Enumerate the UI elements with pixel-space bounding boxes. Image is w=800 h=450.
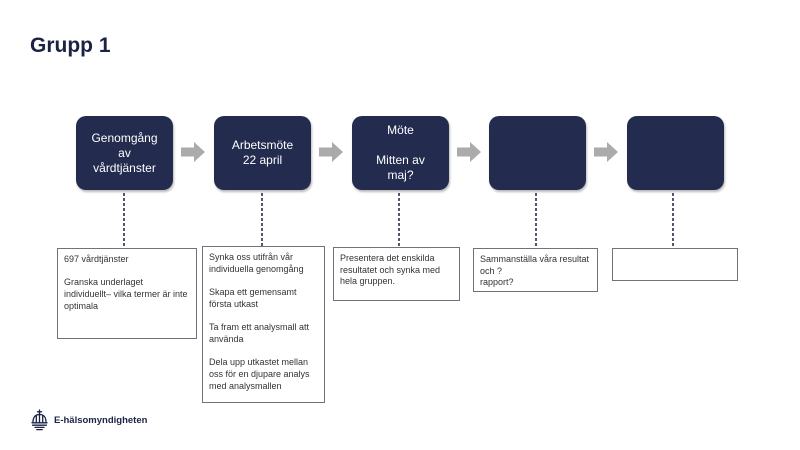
flow-box-3: Möte Mitten av maj? [352, 116, 449, 190]
dashed-connector [535, 193, 537, 248]
flow-box-4 [489, 116, 586, 190]
crown-icon [31, 409, 48, 431]
dashed-connector [123, 193, 125, 248]
dashed-connector [261, 193, 263, 248]
flow-box-5 [627, 116, 724, 190]
note-box-5 [612, 248, 738, 281]
arrow-right-icon [594, 142, 618, 162]
dashed-connector [398, 193, 400, 248]
arrow-right-icon [319, 142, 343, 162]
note-box-2: Synka oss utifrån vår individuella genom… [202, 246, 325, 403]
dashed-connector [672, 193, 674, 248]
flow-box-1: Genomgång av vårdtjänster [76, 116, 173, 190]
arrow-right-icon [457, 142, 481, 162]
note-box-1: 697 vårdtjänster Granska underlaget indi… [57, 248, 197, 339]
note-box-4: Sammanställa våra resultat och ? rapport… [473, 248, 598, 292]
flow-box-2: Arbetsmöte 22 april [214, 116, 311, 190]
logo-text: E-hälsomyndigheten [54, 414, 148, 426]
footer-logo: E-hälsomyndigheten [30, 409, 147, 431]
page-title: Grupp 1 [30, 34, 111, 57]
note-box-3: Presentera det enskilda resultatet och s… [333, 247, 460, 301]
arrow-right-icon [181, 142, 205, 162]
